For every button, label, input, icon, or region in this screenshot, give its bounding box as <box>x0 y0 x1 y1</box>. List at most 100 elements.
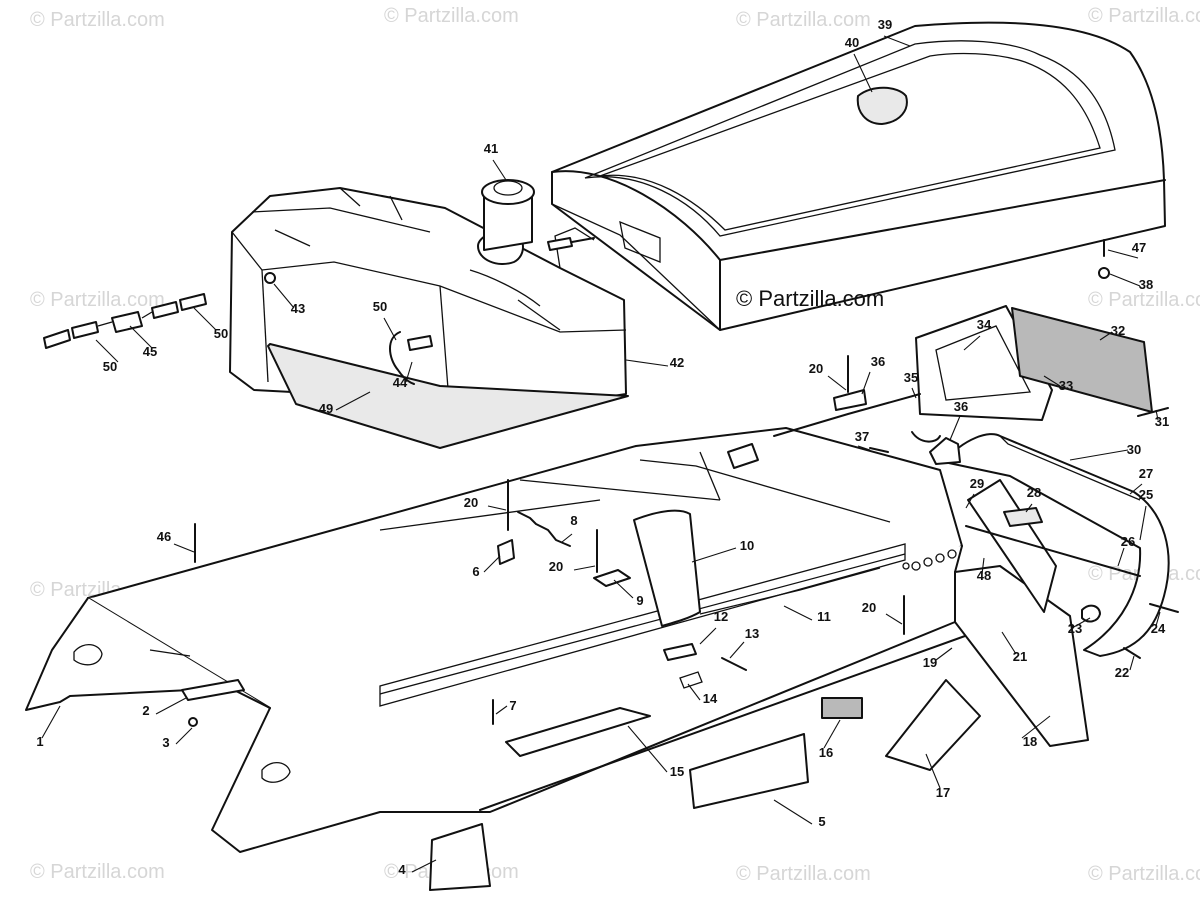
rear-bumper <box>943 433 1170 657</box>
front-rail <box>181 679 245 701</box>
part-callout-40: 40 <box>845 35 859 50</box>
mount-bracket <box>497 539 515 565</box>
part-callout-29: 29 <box>970 476 984 491</box>
part-callout-35: 35 <box>904 370 918 385</box>
part-callout-25: 25 <box>1139 487 1153 502</box>
clip-rod <box>721 657 747 671</box>
tunnel-body <box>25 427 963 853</box>
harness-bracket <box>833 389 867 411</box>
rear-clip <box>663 643 697 661</box>
part-callout-16: 16 <box>819 745 833 760</box>
seat-bolt-and-nut <box>1098 239 1110 279</box>
part-callout-4: 4 <box>398 862 406 877</box>
part-callout-20: 20 <box>549 559 563 574</box>
part-callout-30: 30 <box>1127 442 1141 457</box>
part-callout-26: 26 <box>1121 534 1135 549</box>
leader-lines <box>41 35 1161 873</box>
part-callout-34: 34 <box>977 317 992 332</box>
rivet <box>188 717 198 727</box>
part-callout-50: 50 <box>373 299 387 314</box>
part-callout-7: 7 <box>509 698 516 713</box>
lower-bracket <box>429 823 491 891</box>
rear-flap <box>954 565 1089 747</box>
part-callout-10: 10 <box>740 538 754 553</box>
watermark-text: © Partzilla.com <box>30 861 165 883</box>
part-callout-24: 24 <box>1151 621 1166 636</box>
part-callout-11: 11 <box>817 609 831 624</box>
mount-spring <box>517 511 571 547</box>
part-callout-31: 31 <box>1155 414 1169 429</box>
part-callout-33: 33 <box>1059 378 1073 393</box>
part-callout-36: 36 <box>954 399 968 414</box>
bumper-inner-plate <box>967 479 1057 613</box>
part-callout-20: 20 <box>464 495 478 510</box>
watermark-text: © Partzilla.com <box>30 289 165 311</box>
part-callout-9: 9 <box>636 593 643 608</box>
fuel-line-tank <box>389 331 415 385</box>
harness-screw <box>869 447 889 453</box>
part-callout-1: 1 <box>36 734 43 749</box>
reflector-grille <box>821 697 863 719</box>
fuel-line-clip <box>407 335 433 351</box>
floor-plate <box>505 707 651 757</box>
watermark-text: © Partzilla.com <box>736 863 871 885</box>
part-callout-2: 2 <box>142 703 149 718</box>
part-callout-23: 23 <box>1068 621 1082 636</box>
part-callout-20: 20 <box>809 361 823 376</box>
side-rail-strip <box>699 567 881 615</box>
tunnel-rod <box>479 635 966 811</box>
part-callout-21: 21 <box>1013 649 1027 664</box>
part-callout-48: 48 <box>977 568 991 583</box>
part-callout-41: 41 <box>484 141 498 156</box>
part-callout-49: 49 <box>319 401 333 416</box>
watermark-text: © Partzilla.com <box>30 9 165 31</box>
watermark-text: © Partzilla.com <box>384 5 519 27</box>
part-callout-22: 22 <box>1115 665 1129 680</box>
harness-bracket <box>929 437 961 465</box>
part-callout-5: 5 <box>818 814 825 829</box>
part-callout-15: 15 <box>670 764 684 779</box>
part-callout-6: 6 <box>472 564 479 579</box>
part-callout-50: 50 <box>103 359 117 374</box>
part-callout-18: 18 <box>1023 734 1037 749</box>
watermark-text: © Partzilla.com <box>736 9 871 31</box>
bumper-bolt-23 <box>1081 604 1101 623</box>
small-tab <box>679 671 703 689</box>
part-callout-8: 8 <box>570 513 577 528</box>
watermark-text: © Partzilla.com <box>1088 5 1200 27</box>
fuel-cap <box>477 179 535 265</box>
bumper-bolt-22 <box>1123 647 1141 659</box>
watermark-text: © Partzilla.com <box>1088 863 1200 885</box>
part-callout-44: 44 <box>393 375 408 390</box>
part-callout-46: 46 <box>157 529 171 544</box>
part-callout-14: 14 <box>703 691 718 706</box>
tunnel-vent-holes <box>911 549 957 571</box>
fuel-line-assembly <box>43 293 207 349</box>
part-callout-38: 38 <box>1139 277 1153 292</box>
callout-labels: 1234567891011121314151617181920202020212… <box>36 17 1169 877</box>
tank-mount-bolt <box>547 237 595 251</box>
rear-deflector <box>885 679 981 771</box>
part-callout-12: 12 <box>714 609 728 624</box>
part-callout-32: 32 <box>1111 323 1125 338</box>
part-callout-19: 19 <box>923 655 937 670</box>
strap-bracket <box>593 569 631 587</box>
part-callout-45: 45 <box>143 344 157 359</box>
taillight-screw <box>1137 407 1169 417</box>
part-callout-27: 27 <box>1139 466 1153 481</box>
bumper-label <box>1003 507 1043 527</box>
taillight-harness <box>727 393 941 469</box>
part-callout-42: 42 <box>670 355 684 370</box>
tank-pad <box>267 343 629 449</box>
part-callout-17: 17 <box>936 785 950 800</box>
part-callout-13: 13 <box>745 626 759 641</box>
part-callout-50: 50 <box>214 326 228 341</box>
seat <box>551 21 1166 331</box>
seat-patch <box>856 86 908 125</box>
watermark-text: © Partzilla.com <box>1088 289 1200 311</box>
fastener-bolts <box>507 355 905 635</box>
part-callout-36: 36 <box>871 354 885 369</box>
bumper-bolt-24 <box>1149 603 1179 613</box>
tank-strap <box>633 509 701 627</box>
